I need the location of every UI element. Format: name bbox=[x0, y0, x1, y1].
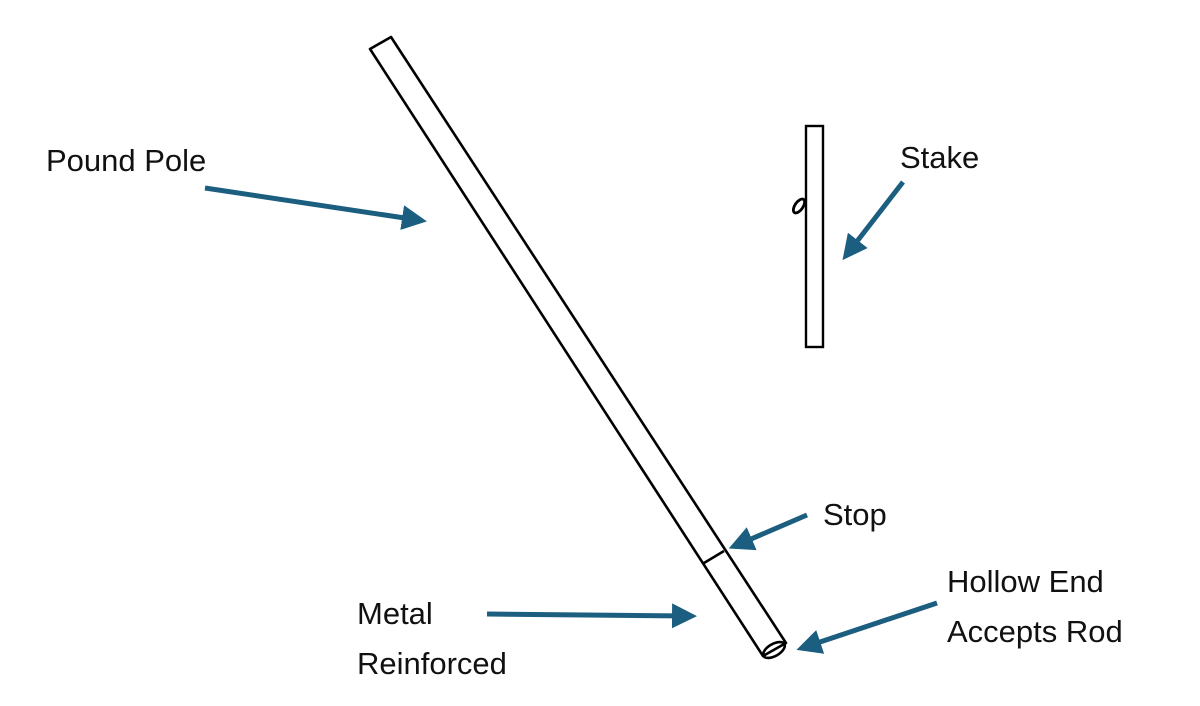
arrow-pound-pole bbox=[204, 185, 427, 230]
arrow-stop bbox=[728, 512, 808, 551]
label-hollow-end: Hollow End Accepts Rod bbox=[947, 557, 1123, 657]
label-stake-text: Stake bbox=[900, 140, 980, 175]
label-pound-pole: Pound Pole bbox=[46, 136, 206, 186]
pole-stop-band bbox=[703, 549, 725, 565]
stake-body bbox=[804, 124, 825, 349]
label-hollow-end-line2: Accepts Rod bbox=[947, 614, 1123, 649]
pound-pole-outline bbox=[368, 35, 788, 658]
stake-loop bbox=[791, 197, 807, 215]
label-metal-reinforced-line2: Reinforced bbox=[357, 646, 507, 681]
label-stop-text: Stop bbox=[823, 497, 887, 532]
pole-hollow-end bbox=[761, 640, 787, 660]
label-stake: Stake bbox=[900, 133, 979, 183]
label-stop: Stop bbox=[823, 490, 887, 540]
arrow-stake bbox=[842, 180, 905, 261]
label-hollow-end-line1: Hollow End bbox=[947, 564, 1104, 599]
arrow-metal-reinforced bbox=[486, 603, 697, 629]
label-pound-pole-text: Pound Pole bbox=[46, 143, 207, 178]
label-metal-reinforced: Metal Reinforced bbox=[357, 589, 507, 689]
stake bbox=[791, 124, 825, 349]
arrow-hollow-end bbox=[796, 600, 938, 654]
pound-pole bbox=[368, 35, 788, 660]
label-metal-reinforced-line1: Metal bbox=[357, 596, 433, 631]
